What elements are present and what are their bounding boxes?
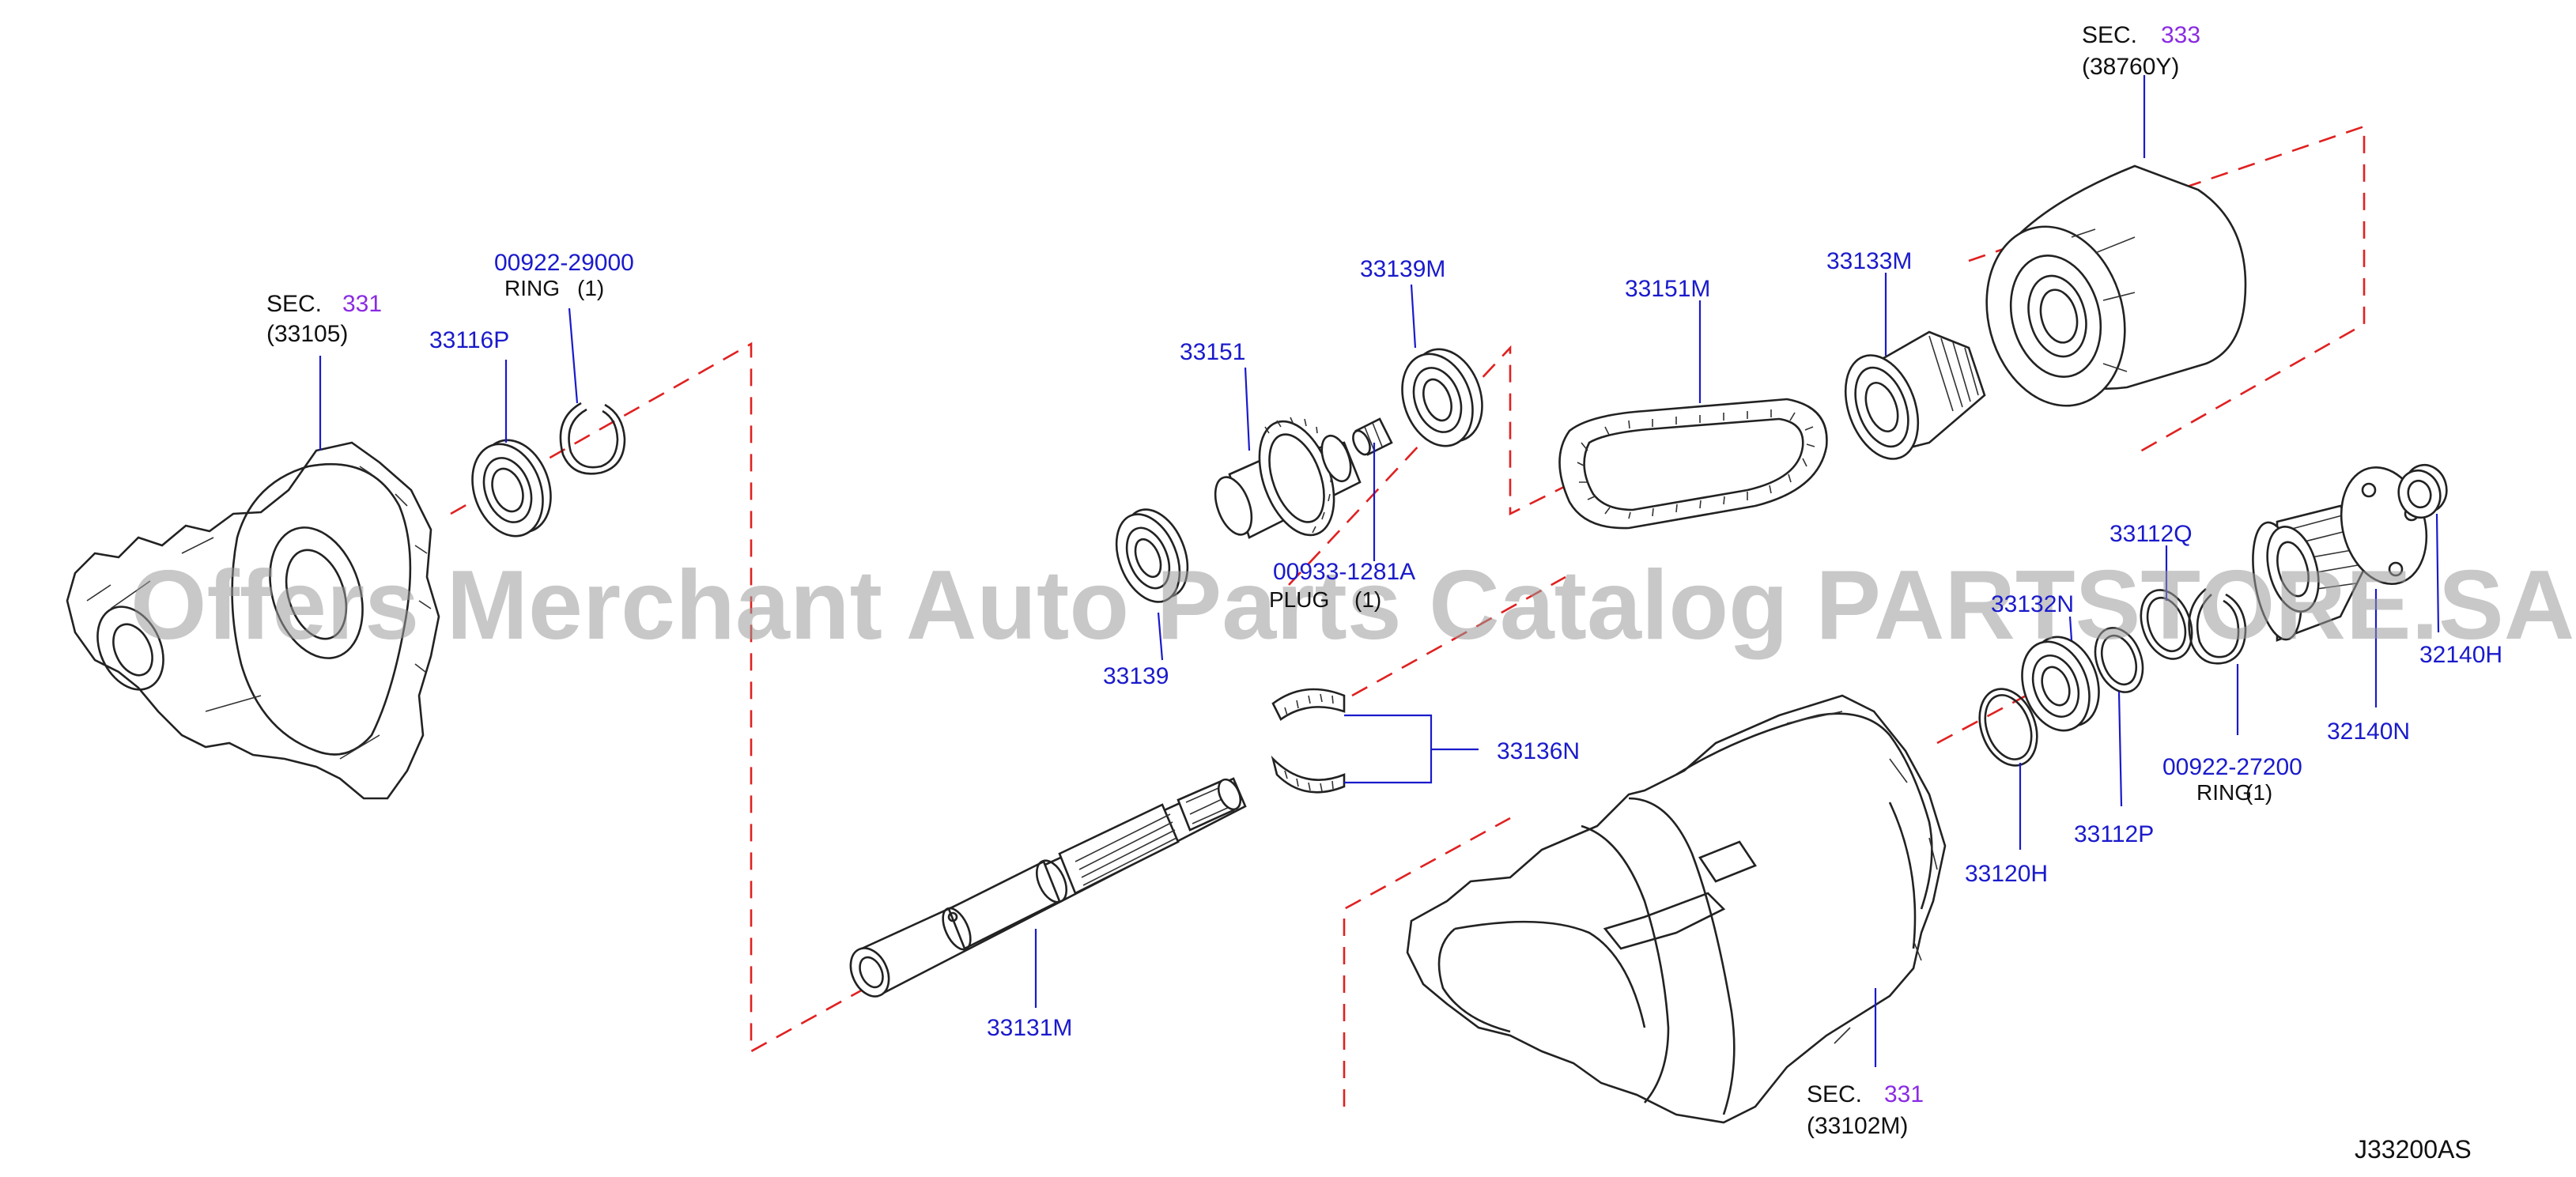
snap-ring-00922-29000[interactable] bbox=[559, 402, 626, 475]
sec-left-link[interactable]: 331 bbox=[342, 291, 382, 317]
part-link-33112q[interactable]: 33112Q bbox=[2110, 521, 2193, 547]
part-name-plug: PLUG bbox=[1269, 587, 1329, 612]
part-link-33139[interactable]: 33139 bbox=[1103, 663, 1169, 689]
bearing-33139m[interactable] bbox=[1390, 339, 1494, 455]
part-link-33151m[interactable]: 33151M bbox=[1625, 276, 1710, 302]
part-link-32140n[interactable]: 32140N bbox=[2327, 719, 2410, 745]
diagram-code: J33200AS bbox=[2355, 1135, 2472, 1164]
part-link-33133m[interactable]: 33133M bbox=[1826, 248, 1912, 274]
part-qty-ring-1: (1) bbox=[577, 276, 604, 300]
rear-final-drive-38760y[interactable] bbox=[1967, 164, 2247, 421]
washer-33112p[interactable] bbox=[2087, 621, 2151, 699]
part-link-33136n[interactable]: 33136N bbox=[1497, 738, 1580, 764]
watermark: Offers Merchant Auto Parts Catalog PARTS… bbox=[130, 551, 2574, 660]
part-link-33132n[interactable]: 33132N bbox=[1991, 591, 2074, 617]
part-link-33120h[interactable]: 33120H bbox=[1965, 861, 2048, 887]
part-link-00922-29000[interactable]: 00922-29000 bbox=[494, 250, 634, 276]
part-qty-plug: (1) bbox=[1354, 587, 1381, 612]
sec-left-part: (33105) bbox=[266, 321, 348, 347]
part-link-33151[interactable]: 33151 bbox=[1180, 339, 1245, 365]
driven-sprocket-33133m[interactable] bbox=[1832, 330, 1986, 469]
part-name-ring-2: RING bbox=[2196, 780, 2252, 805]
drive-chain-33151m[interactable] bbox=[1558, 398, 1828, 530]
transfer-case-rear-housing[interactable] bbox=[1406, 694, 1947, 1124]
bearing-33132n[interactable] bbox=[2011, 628, 2111, 740]
leader-lines bbox=[319, 75, 2440, 1067]
drive-sprocket-33151[interactable] bbox=[1208, 411, 1362, 545]
needle-bearing-33136n[interactable] bbox=[1271, 688, 1346, 794]
part-link-32140h[interactable]: 32140H bbox=[2419, 642, 2502, 668]
sec-top-label: SEC. bbox=[2082, 22, 2137, 48]
mainshaft-33131m[interactable] bbox=[844, 776, 1247, 1002]
part-link-00933-1281a[interactable]: 00933-1281A bbox=[1273, 559, 1415, 585]
sec-top-part: (38760Y) bbox=[2082, 54, 2179, 80]
sec-bottom-link[interactable]: 331 bbox=[1884, 1081, 1924, 1107]
snap-ring-00922-27200[interactable] bbox=[2188, 588, 2247, 665]
bearing-33139[interactable] bbox=[1105, 500, 1199, 612]
sec-bottom-part: (33102M) bbox=[1807, 1113, 1908, 1139]
flange-nut-32140h[interactable] bbox=[2393, 460, 2452, 522]
snap-ring-33120h[interactable] bbox=[1970, 681, 2047, 773]
bearing-33116p[interactable] bbox=[460, 430, 563, 545]
part-link-33112p[interactable]: 33112P bbox=[2074, 821, 2154, 847]
part-link-33116p[interactable]: 33116P bbox=[429, 327, 509, 353]
part-qty-ring-2: (1) bbox=[2246, 780, 2272, 805]
part-link-33131m[interactable]: 33131M bbox=[987, 1015, 1072, 1041]
sec-left-label: SEC. bbox=[266, 291, 322, 317]
plug-00933-1281a[interactable] bbox=[1350, 417, 1393, 457]
sec-bottom-label: SEC. bbox=[1807, 1081, 1862, 1107]
sec-top-link[interactable]: 333 bbox=[2161, 22, 2200, 48]
part-link-00922-27200[interactable]: 00922-27200 bbox=[2162, 754, 2302, 780]
part-link-33139m[interactable]: 33139M bbox=[1360, 256, 1445, 282]
transfer-case-front-housing[interactable] bbox=[66, 441, 440, 800]
part-name-ring-1: RING bbox=[504, 276, 560, 300]
